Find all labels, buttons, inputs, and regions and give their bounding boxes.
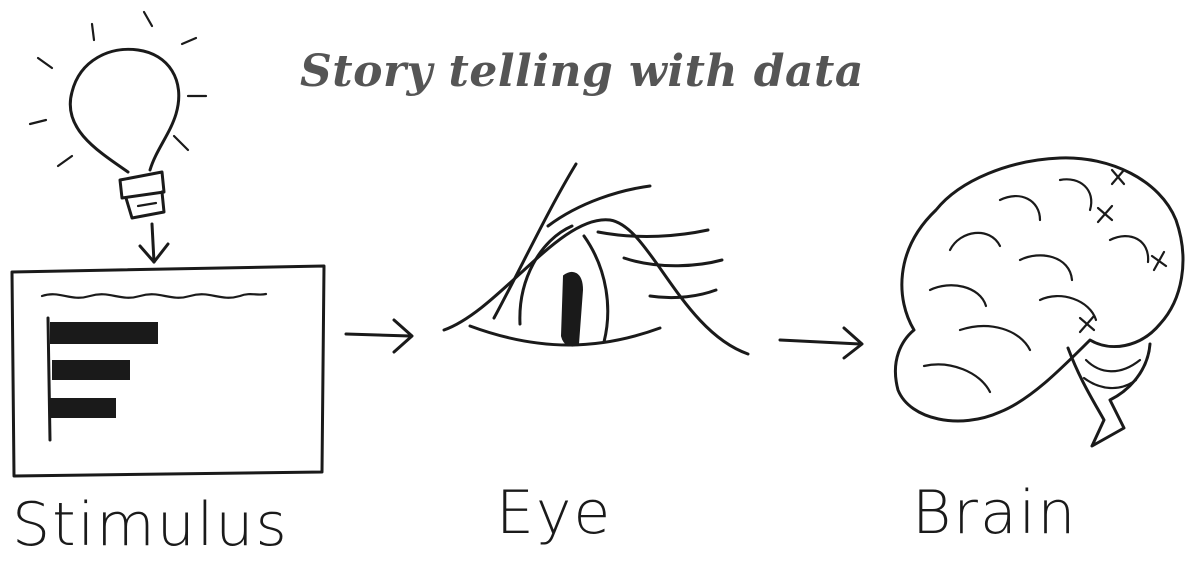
diagram-title: Story telling with data	[300, 46, 864, 97]
eye-icon	[442, 162, 750, 356]
lightbulb-icon	[28, 10, 208, 220]
eye-label: Eye	[496, 478, 613, 548]
chart-bar-3	[50, 398, 116, 418]
brain-label: Brain	[912, 478, 1078, 548]
chart-panel-icon	[10, 264, 326, 478]
brain-icon	[893, 156, 1185, 448]
stimulus-label: Stimulus	[12, 490, 289, 560]
chart-bar-2	[52, 360, 130, 380]
arrow-down-icon	[138, 222, 170, 264]
chart-bar-1	[50, 322, 158, 344]
arrow-right-icon	[344, 318, 414, 354]
arrow-right-icon	[778, 326, 864, 360]
